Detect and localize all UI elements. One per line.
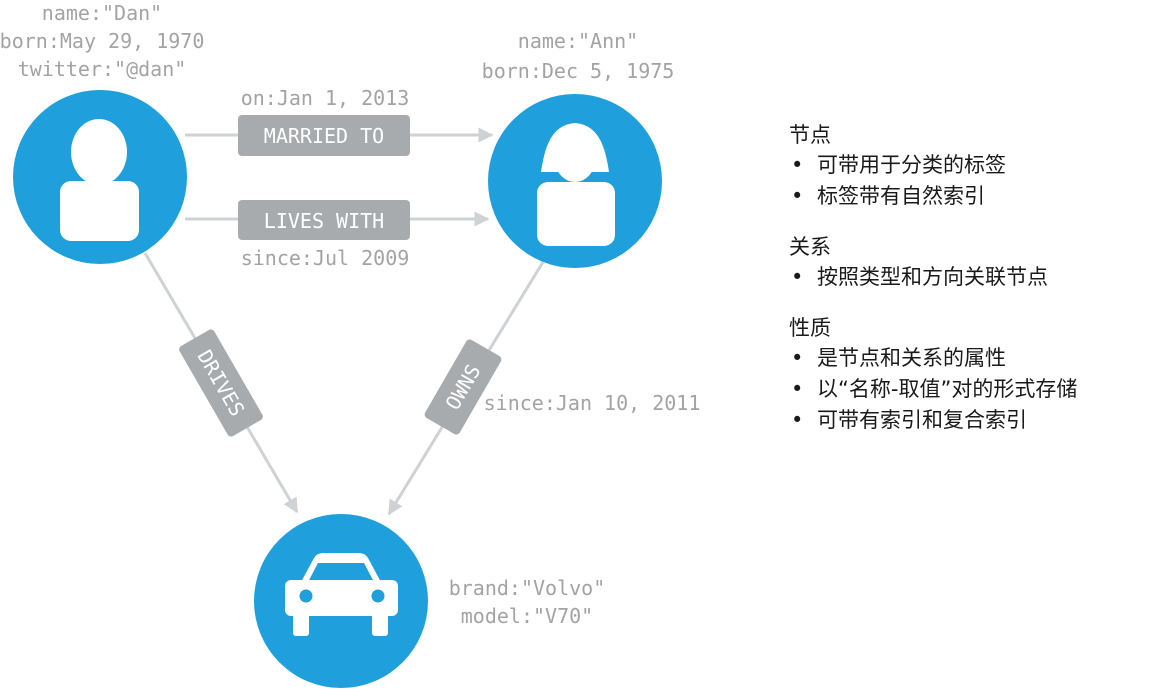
node-car — [254, 514, 428, 688]
lives-with-label: LIVES WITH — [238, 200, 410, 240]
legend-section-properties: 性质 是节点和关系的属性 以“名称-取值”对的形式存储 可带有索引和复合索引 — [789, 313, 1159, 436]
node-ann — [488, 94, 662, 268]
legend-heading-nodes: 节点 — [789, 123, 831, 147]
legend-item: 可带有索引和复合索引 — [789, 405, 1159, 436]
dan-property-twitter: twitter:"@dan" — [18, 57, 187, 81]
legend-item: 是节点和关系的属性 — [789, 343, 1159, 374]
car-icon — [285, 553, 398, 636]
node-dan — [13, 90, 187, 264]
legend-item: 可带用于分类的标签 — [789, 150, 1159, 181]
legend-item: 标签带有自然索引 — [789, 181, 1159, 212]
lives-with-property: since:Jul 2009 — [241, 246, 410, 270]
owns-label: OWNS — [424, 339, 502, 435]
owns-property: since:Jan 10, 2011 — [484, 391, 701, 415]
legend-section-relationships: 关系 按照类型和方向关联节点 — [789, 232, 1159, 293]
woman-icon — [537, 123, 615, 246]
man-icon — [60, 119, 139, 241]
legend-item: 以“名称-取值”对的形式存储 — [789, 374, 1159, 405]
legend-heading-properties: 性质 — [789, 316, 831, 340]
legend-heading-relationships: 关系 — [789, 235, 831, 259]
drives-label: DRIVES — [179, 329, 263, 437]
legend-list-relationships: 按照类型和方向关联节点 — [789, 262, 1159, 293]
legend-list-properties: 是节点和关系的属性 以“名称-取值”对的形式存储 可带有索引和复合索引 — [789, 343, 1159, 436]
dan-property-born: born:May 29, 1970 — [0, 29, 204, 53]
married-to-label: MARRIED TO — [238, 115, 410, 156]
married-to-property: on:Jan 1, 2013 — [241, 86, 410, 110]
legend-section-nodes: 节点 可带用于分类的标签 标签带有自然索引 — [789, 120, 1159, 212]
legend-list-nodes: 可带用于分类的标签 标签带有自然索引 — [789, 150, 1159, 212]
married-to-label-text: MARRIED TO — [264, 124, 384, 148]
ann-property-name: name:"Ann" — [518, 29, 638, 53]
car-property-model: model:"V70" — [461, 604, 593, 628]
legend-item: 按照类型和方向关联节点 — [789, 262, 1159, 293]
ann-property-born: born:Dec 5, 1975 — [482, 59, 675, 83]
dan-property-name: name:"Dan" — [42, 1, 162, 25]
lives-with-label-text: LIVES WITH — [264, 209, 384, 233]
legend: 节点 可带用于分类的标签 标签带有自然索引 关系 按照类型和方向关联节点 性质 … — [789, 120, 1159, 456]
car-property-brand: brand:"Volvo" — [449, 576, 606, 600]
